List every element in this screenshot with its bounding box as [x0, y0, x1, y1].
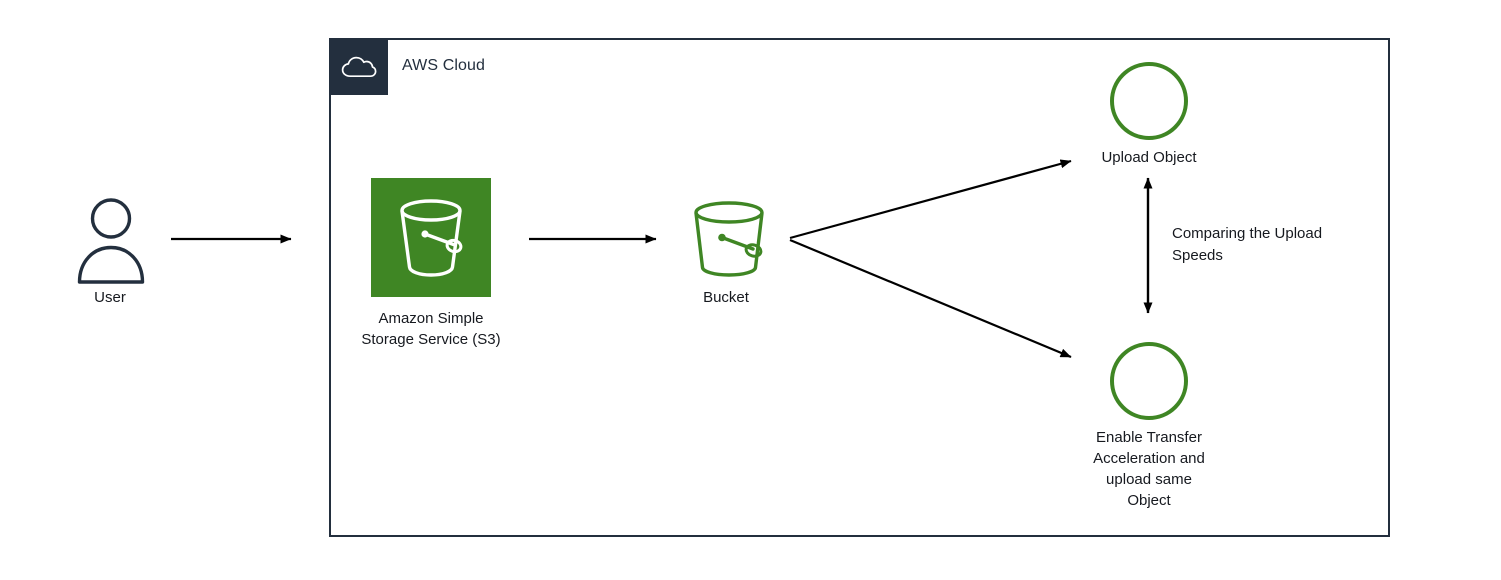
comparison-note-label: Comparing the Upload Speeds: [1172, 225, 1323, 264]
transfer-acceleration-circle-icon: [1110, 342, 1188, 420]
aws-cloud-container: [329, 38, 1390, 537]
user-icon: [76, 196, 146, 284]
upload-object-circle-icon: [1110, 62, 1188, 140]
bucket-icon: [690, 199, 768, 281]
transfer-acceleration-label: Enable Transfer Acceleration and upload …: [1093, 429, 1205, 509]
user-label: User: [94, 289, 126, 306]
cloud-icon: [341, 56, 376, 77]
s3-bucket-icon: [400, 199, 463, 277]
s3-service-label: Amazon Simple Storage Service (S3): [361, 310, 501, 348]
s3-service-icon: [371, 178, 491, 297]
aws-cloud-badge: [329, 38, 388, 95]
upload-object-label: Upload Object: [1101, 149, 1197, 166]
bucket-label: Bucket: [703, 289, 749, 306]
aws-cloud-label: AWS Cloud: [402, 57, 486, 74]
